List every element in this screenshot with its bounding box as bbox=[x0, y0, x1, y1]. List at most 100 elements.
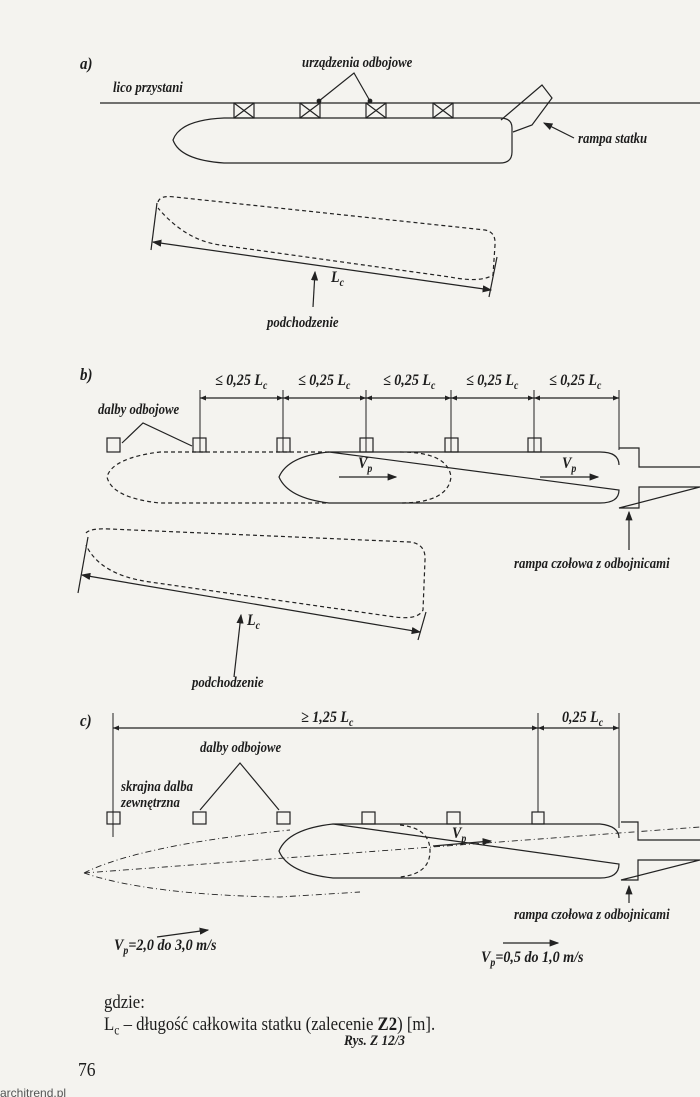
panel-c-label: c) bbox=[80, 711, 92, 730]
dolphin-boxes bbox=[106, 811, 545, 825]
length-symbol: L bbox=[331, 269, 340, 286]
legend-text-end: ) [m]. bbox=[397, 1014, 436, 1035]
span-text: ≥ 1,25 L bbox=[301, 709, 350, 726]
velocity-symbol: V bbox=[358, 455, 368, 472]
dolphin-icon bbox=[531, 811, 545, 825]
span-subscript: c bbox=[349, 716, 354, 729]
approach-label: podchodzenie bbox=[192, 675, 264, 691]
fender-leader-lines bbox=[318, 72, 371, 102]
outer-speed-arrow bbox=[156, 927, 210, 938]
spacing-subscript: c bbox=[431, 379, 436, 392]
panel-a-label: a) bbox=[80, 54, 93, 73]
panel-b-drawing bbox=[77, 390, 700, 678]
velocity-symbol: V bbox=[481, 949, 491, 966]
velocity-subscript: p bbox=[571, 462, 577, 475]
page-number: 76 bbox=[78, 1059, 96, 1081]
approach-arrow bbox=[310, 270, 319, 308]
legend-reference: Z2 bbox=[377, 1014, 398, 1035]
dolphin-icon bbox=[106, 811, 121, 825]
fender-boxes bbox=[233, 102, 454, 119]
spacing-text: ≤ 0,25 L bbox=[215, 372, 264, 389]
ship-hull bbox=[172, 117, 513, 164]
velocity-subscript: p bbox=[490, 956, 496, 969]
dolphin-icon bbox=[361, 811, 376, 825]
velocity-symbol: V bbox=[114, 937, 124, 954]
velocity-subscript: p bbox=[123, 944, 129, 957]
dolphin-leader-lines bbox=[199, 762, 280, 811]
end-spacing-text: 0,25 L bbox=[562, 709, 599, 726]
span-label: ≥ 1,25 Lc bbox=[301, 710, 353, 729]
spacing-subscript: c bbox=[263, 379, 268, 392]
spacing-subscript: c bbox=[346, 379, 351, 392]
velocity-subscript: p bbox=[367, 462, 373, 475]
spacing-text: ≤ 0,25 L bbox=[549, 372, 598, 389]
ramp-leader bbox=[542, 122, 575, 139]
ship-hull bbox=[278, 823, 620, 879]
approach-label: podchodzenie bbox=[267, 315, 339, 331]
spacing-subscript: c bbox=[514, 379, 519, 392]
outer-speed-value: =2,0 do 3,0 m/s bbox=[128, 937, 217, 954]
fender-icon bbox=[299, 102, 321, 119]
spacing-label: ≤ 0,25 Lc bbox=[466, 373, 518, 392]
legend-definition: Lc – długość całkowita statku (zalecenie… bbox=[104, 1015, 435, 1037]
dolphin-icon bbox=[106, 437, 121, 453]
dolphin-icon bbox=[192, 811, 207, 825]
outer-speed-label: Vp=2,0 do 3,0 m/s bbox=[114, 938, 217, 957]
velocity-symbol: V bbox=[562, 455, 572, 472]
spacing-label: ≤ 0,25 Lc bbox=[298, 373, 350, 392]
dolphins-label: dalby odbojowe bbox=[98, 402, 180, 418]
legend-text: – długość całkowita statku (zalecenie bbox=[119, 1014, 378, 1035]
watermark: architrend.pl bbox=[0, 1086, 67, 1097]
panel-a-drawing bbox=[100, 72, 700, 308]
velocity-symbol: V bbox=[452, 825, 462, 842]
legend-symbol: L bbox=[104, 1014, 115, 1035]
outer-dolphin-label: skrajna dalba bbox=[121, 779, 193, 795]
panel-b-label: b) bbox=[80, 365, 93, 384]
quay-label: lico przystani bbox=[113, 80, 183, 96]
dolphin-icon bbox=[446, 811, 461, 825]
ghost-ship bbox=[85, 528, 426, 619]
ghost-ship bbox=[106, 451, 452, 504]
velocity-label: Vp bbox=[452, 826, 466, 845]
bow-ramp bbox=[620, 821, 700, 881]
velocity-subscript: p bbox=[461, 832, 467, 845]
outer-dolphin-label-2: zewnętrzna bbox=[121, 795, 180, 811]
velocity-arrow bbox=[432, 838, 493, 847]
spacing-subscript: c bbox=[597, 379, 602, 392]
ramp-speed-value: =0,5 do 1,0 m/s bbox=[495, 949, 584, 966]
spacing-label: ≤ 0,25 Lc bbox=[215, 373, 267, 392]
length-dimension bbox=[80, 572, 422, 635]
ramp-label: rampa czołowa z odbojnicami bbox=[514, 556, 670, 572]
figure-caption: Rys. Z 12/3 bbox=[344, 1033, 405, 1049]
panel-c-drawing bbox=[83, 713, 700, 947]
ship-ramp bbox=[500, 84, 553, 133]
spacing-text: ≤ 0,25 L bbox=[298, 372, 347, 389]
dolphin-icon bbox=[276, 811, 291, 825]
ramp-label: rampa statku bbox=[578, 131, 648, 147]
fender-icon bbox=[432, 102, 454, 119]
ship-stern-outline bbox=[399, 824, 431, 878]
ramp-speed-label: Vp=0,5 do 1,0 m/s bbox=[481, 950, 584, 969]
spacing-label: ≤ 0,25 Lc bbox=[383, 373, 435, 392]
length-label: Lc bbox=[247, 613, 260, 632]
bow-ramp bbox=[618, 447, 700, 509]
end-spacing-label: 0,25 Lc bbox=[562, 710, 603, 729]
ramp-label: rampa czołowa z odbojnicami bbox=[514, 907, 670, 923]
velocity-label: Vp bbox=[358, 456, 372, 475]
dolphins-label: dalby odbojowe bbox=[200, 740, 282, 756]
legend-where: gdzie: bbox=[104, 992, 145, 1013]
length-symbol: L bbox=[247, 612, 256, 629]
length-label: Lc bbox=[331, 270, 344, 289]
fender-icon bbox=[233, 102, 255, 119]
spacing-label: ≤ 0,25 Lc bbox=[549, 373, 601, 392]
length-subscript: c bbox=[255, 619, 260, 632]
length-dimension bbox=[151, 239, 493, 293]
dolphin-boxes bbox=[106, 437, 542, 453]
spacing-text: ≤ 0,25 L bbox=[383, 372, 432, 389]
ship-hull bbox=[278, 451, 620, 504]
spacing-text: ≤ 0,25 L bbox=[466, 372, 515, 389]
dolphin-leader-lines bbox=[121, 422, 193, 447]
end-spacing-subscript: c bbox=[598, 716, 604, 729]
